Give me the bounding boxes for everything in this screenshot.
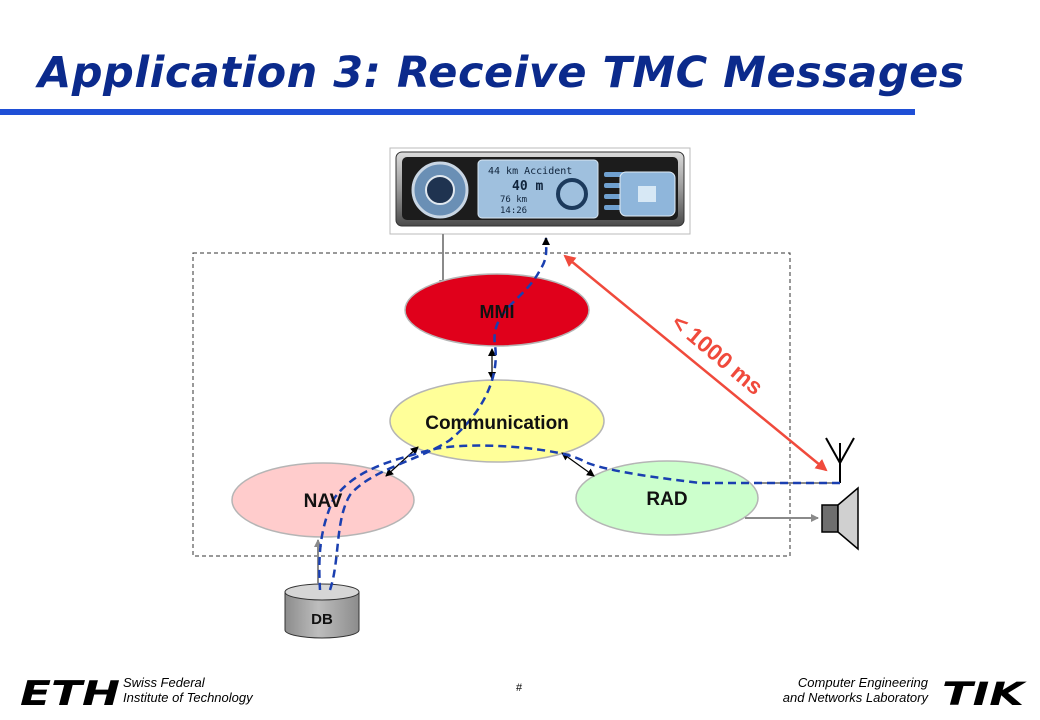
nav-label: NAV bbox=[304, 491, 343, 512]
rad-label: RAD bbox=[646, 489, 687, 510]
radio-display bbox=[477, 159, 599, 219]
page-title: Application 3: Receive TMC Messages bbox=[38, 48, 965, 98]
svg-text:TIK: TIK bbox=[942, 675, 1027, 713]
svg-text:40 m: 40 m bbox=[512, 179, 543, 194]
svg-text:76 km: 76 km bbox=[500, 195, 527, 205]
antenna-icon bbox=[825, 437, 855, 483]
latency-arrow bbox=[563, 254, 828, 472]
db-cylinder bbox=[284, 583, 360, 639]
svg-text:14:26: 14:26 bbox=[500, 206, 527, 216]
title-underline bbox=[0, 109, 915, 115]
turn-arrow-icon bbox=[556, 178, 588, 210]
svg-text:44 km Accident: 44 km Accident bbox=[488, 166, 572, 177]
car-radio-device: 44 km Accident 40 m 76 km 14:26 bbox=[389, 147, 691, 235]
tmc-path-db-to-device bbox=[328, 237, 551, 591]
latency-label: < 1000 ms bbox=[667, 309, 768, 400]
communication-label: Communication bbox=[425, 413, 569, 434]
page-number: # bbox=[516, 682, 523, 694]
svg-text:ETH: ETH bbox=[20, 674, 120, 714]
nav-communication-arrow bbox=[385, 446, 419, 477]
mmi-label: MMI bbox=[480, 302, 515, 322]
footer-institution: Swiss Federal Institute of Technology bbox=[123, 675, 253, 705]
footer-lab: Computer Engineering and Networks Labora… bbox=[782, 675, 928, 705]
speaker-icon bbox=[821, 486, 859, 551]
system-boundary bbox=[192, 252, 791, 557]
tik-logo: TIK bbox=[942, 675, 1027, 713]
db-label: DB bbox=[311, 611, 333, 628]
eth-logo: ETH bbox=[18, 674, 123, 714]
tmc-path-rad-to-db bbox=[318, 444, 840, 591]
